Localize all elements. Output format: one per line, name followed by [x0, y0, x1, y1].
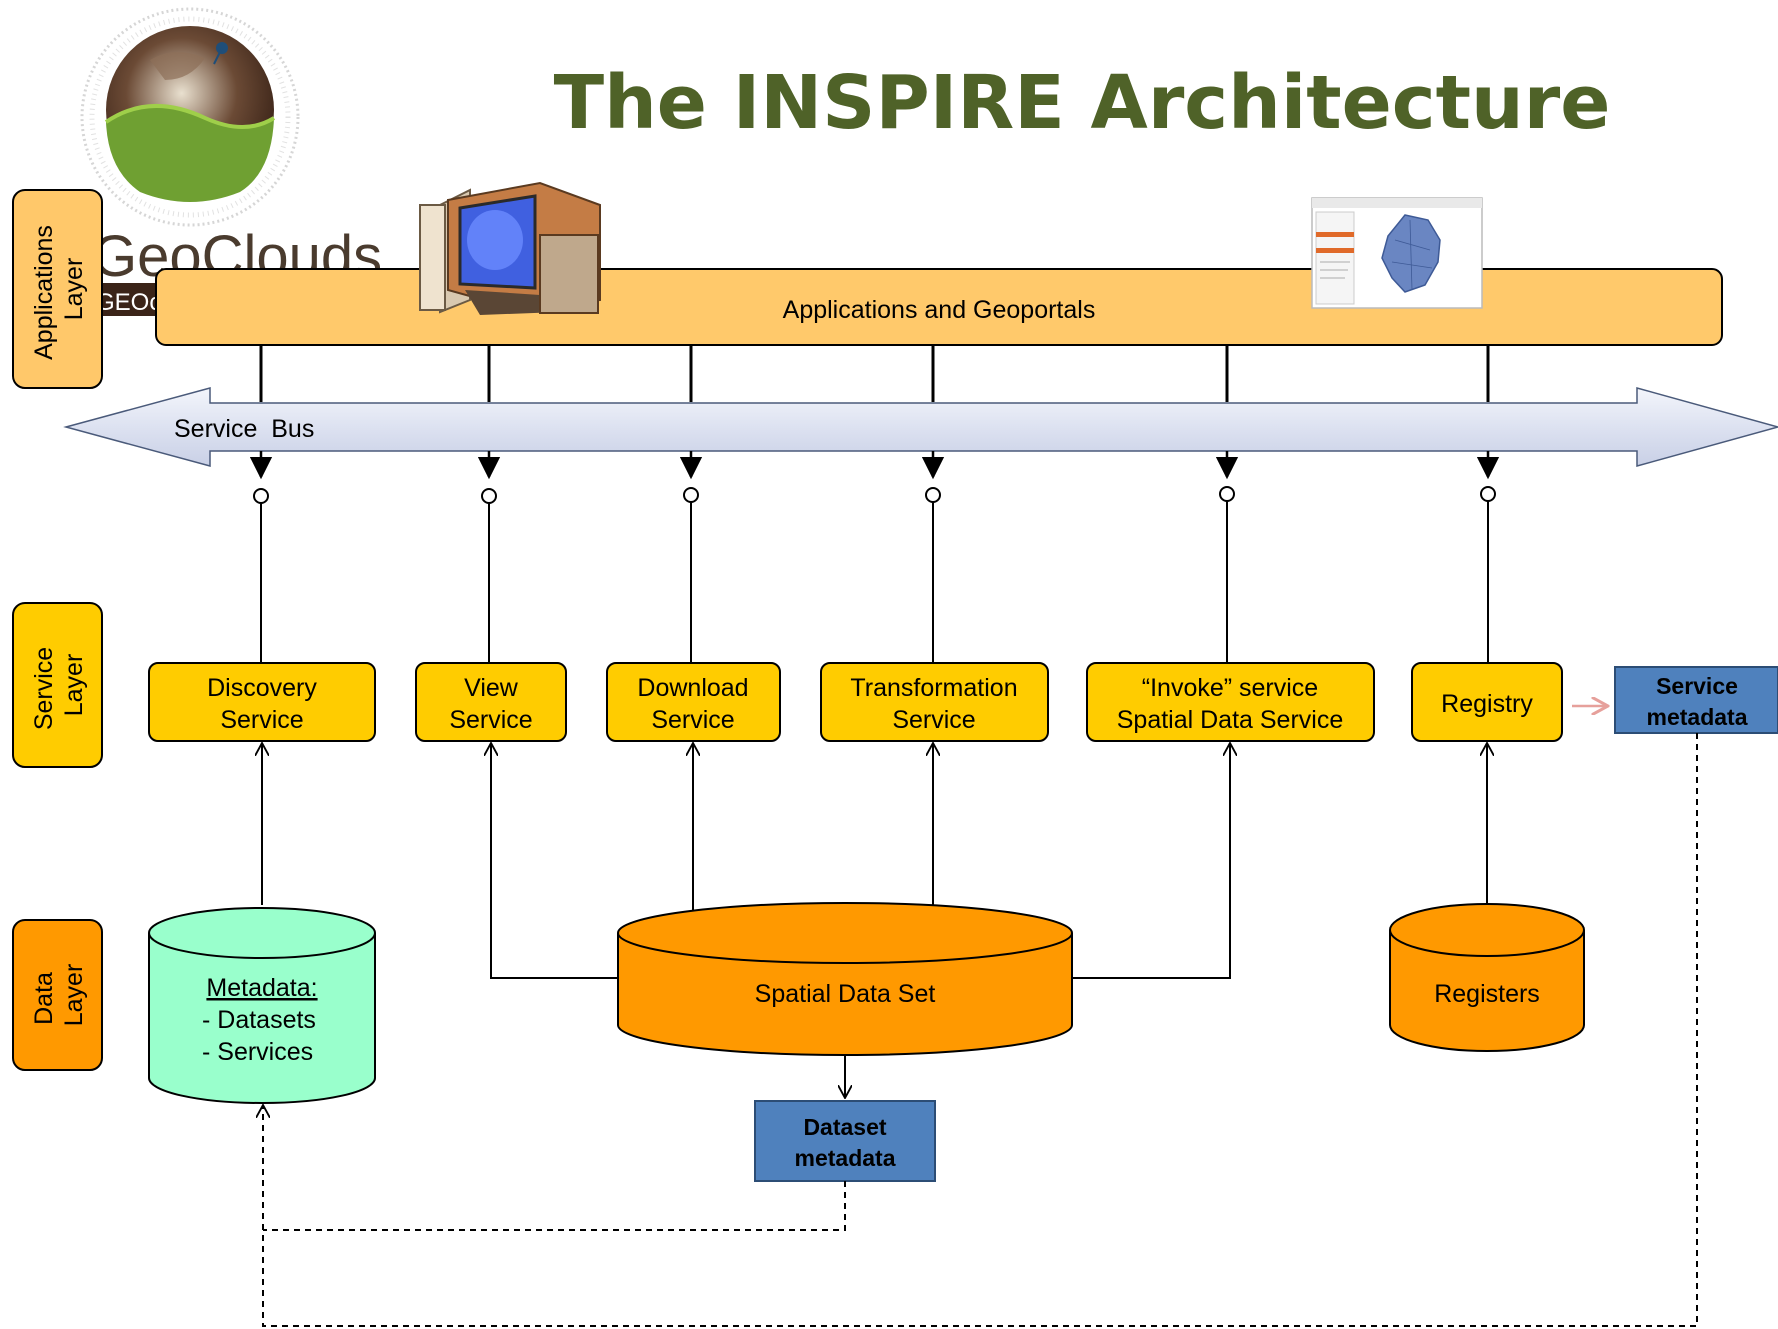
logo-subtext: GEOc	[96, 289, 161, 316]
service-invoke-line1: “Invoke” service	[1142, 674, 1318, 702]
interface-transformation	[925, 487, 941, 503]
service-box-registry: Registry	[1411, 662, 1563, 742]
service-download-line2: Service	[651, 706, 734, 734]
dataset-metadata-box: Dataset metadata	[754, 1100, 936, 1182]
service-transformation-line2: Service	[892, 706, 975, 734]
spatial-data-set-cylinder: Spatial Data Set	[617, 902, 1073, 1056]
dataset-metadata-line1: Dataset	[803, 1114, 886, 1140]
interface-discovery	[253, 488, 269, 504]
layer-applications-line1: Applications	[30, 225, 58, 360]
dataset-metadata-line2: metadata	[795, 1145, 896, 1171]
service-box-discovery: Discovery Service	[148, 662, 376, 742]
layer-label-applications: Applications Layer	[12, 189, 103, 389]
service-bus-label: Service Bus	[174, 415, 314, 443]
service-box-view: View Service	[415, 662, 567, 742]
registers-label: Registers	[1434, 980, 1540, 1008]
desktop-computer-icon	[419, 181, 601, 315]
service-view-line1: View	[464, 674, 519, 702]
interface-invoke	[1219, 486, 1235, 502]
service-metadata-box: Service metadata	[1614, 666, 1778, 734]
service-discovery-line1: Discovery	[207, 674, 317, 702]
bus-connectors	[259, 345, 1490, 402]
service-metadata-line2: metadata	[1647, 704, 1748, 730]
service-discovery-line2: Service	[220, 706, 303, 734]
layer-data-line1: Data	[30, 972, 58, 1025]
geoportal-map-screenshot-icon	[1311, 197, 1483, 309]
data-to-service-arrows	[262, 743, 1487, 979]
service-box-transformation: Transformation Service	[820, 662, 1049, 742]
metadata-heading: Metadata:	[206, 974, 317, 1002]
metadata-item-datasets: - Datasets	[202, 1006, 316, 1034]
interface-view	[481, 488, 497, 504]
service-interfaces	[249, 451, 1500, 663]
service-metadata-line1: Service	[1656, 673, 1738, 699]
spatial-data-set-label: Spatial Data Set	[755, 980, 936, 1008]
layer-service-line1: Service	[30, 647, 58, 730]
metadata-cylinder: Metadata: - Datasets - Services	[148, 907, 376, 1104]
service-registry-line1: Registry	[1441, 690, 1533, 718]
metadata-item-services: - Services	[202, 1038, 313, 1066]
logo: GeoClouds GEOc	[80, 7, 382, 316]
service-download-line1: Download	[637, 674, 748, 702]
layer-service-line2: Layer	[60, 654, 88, 717]
page-title: The INSPIRE Architecture	[554, 60, 1611, 146]
service-invoke-line2: Spatial Data Service	[1117, 706, 1344, 734]
svg-text:Data Layer: Data Layer	[30, 964, 88, 1027]
interface-download	[683, 487, 699, 503]
service-box-download: Download Service	[606, 662, 781, 742]
layer-applications-line2: Layer	[60, 258, 88, 321]
applications-bar-label: Applications and Geoportals	[783, 296, 1096, 324]
service-view-line2: Service	[449, 706, 532, 734]
globe-logo-icon	[80, 7, 300, 227]
service-boxes: Discovery Service View Service Download …	[148, 662, 1563, 742]
registers-cylinder: Registers	[1389, 903, 1585, 1052]
layer-data-line2: Layer	[60, 964, 88, 1027]
svg-text:Service Layer: Service Layer	[30, 640, 88, 730]
service-transformation-line1: Transformation	[850, 674, 1017, 702]
layer-label-service: Service Layer	[12, 602, 103, 768]
layer-label-data: Data Layer	[12, 919, 103, 1071]
service-bus	[63, 387, 1778, 467]
service-box-invoke: “Invoke” service Spatial Data Service	[1086, 662, 1375, 742]
svg-text:Applications Layer: Applications Layer	[30, 218, 88, 360]
interface-registry	[1480, 486, 1496, 502]
metadata-feedback-lines	[263, 733, 1698, 1327]
